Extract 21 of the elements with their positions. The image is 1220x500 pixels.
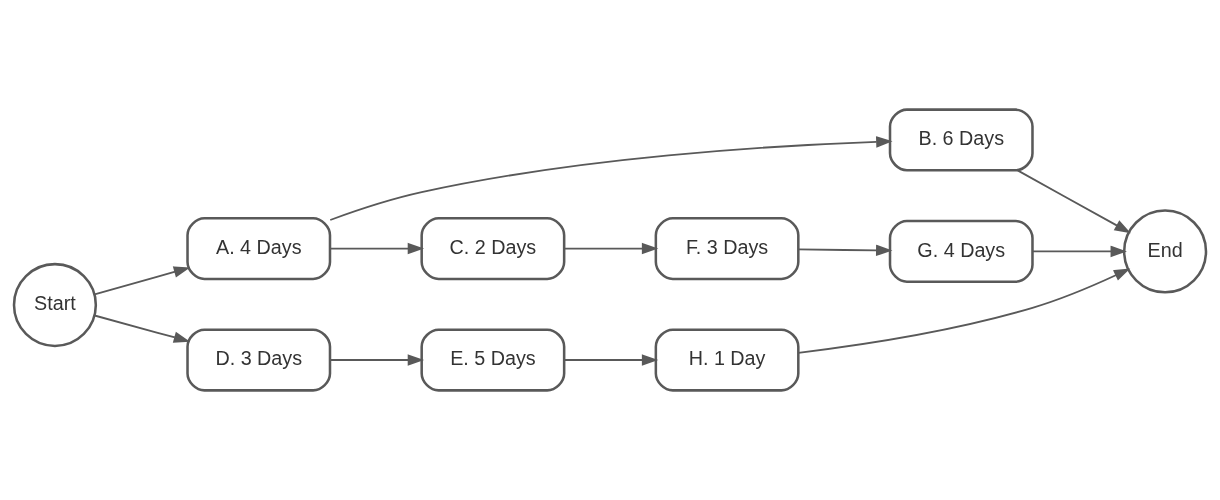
arrow (93, 314, 191, 343)
arrow (329, 136, 893, 221)
arrow (329, 242, 425, 255)
node-box: B. 6 Days (888, 108, 1034, 172)
arrow (563, 354, 659, 366)
arrow (797, 244, 893, 257)
node-box: H. 1 Day (654, 328, 800, 392)
arrow (1032, 245, 1127, 258)
arrow (329, 354, 425, 366)
arrow (93, 266, 191, 296)
node-box: F. 3 Days (654, 217, 800, 281)
node-box: A. 4 Days (186, 217, 332, 281)
node-box: D. 3 Days (186, 328, 332, 392)
arrow (797, 268, 1131, 354)
arrow (563, 242, 659, 255)
node-box: G. 4 Days (888, 219, 1034, 283)
node-box: C. 2 Days (420, 217, 566, 281)
arrow (1016, 169, 1131, 234)
node-circle: Start (12, 262, 98, 348)
node-circle: End (1122, 209, 1208, 294)
node-box: E. 5 Days (420, 328, 566, 392)
